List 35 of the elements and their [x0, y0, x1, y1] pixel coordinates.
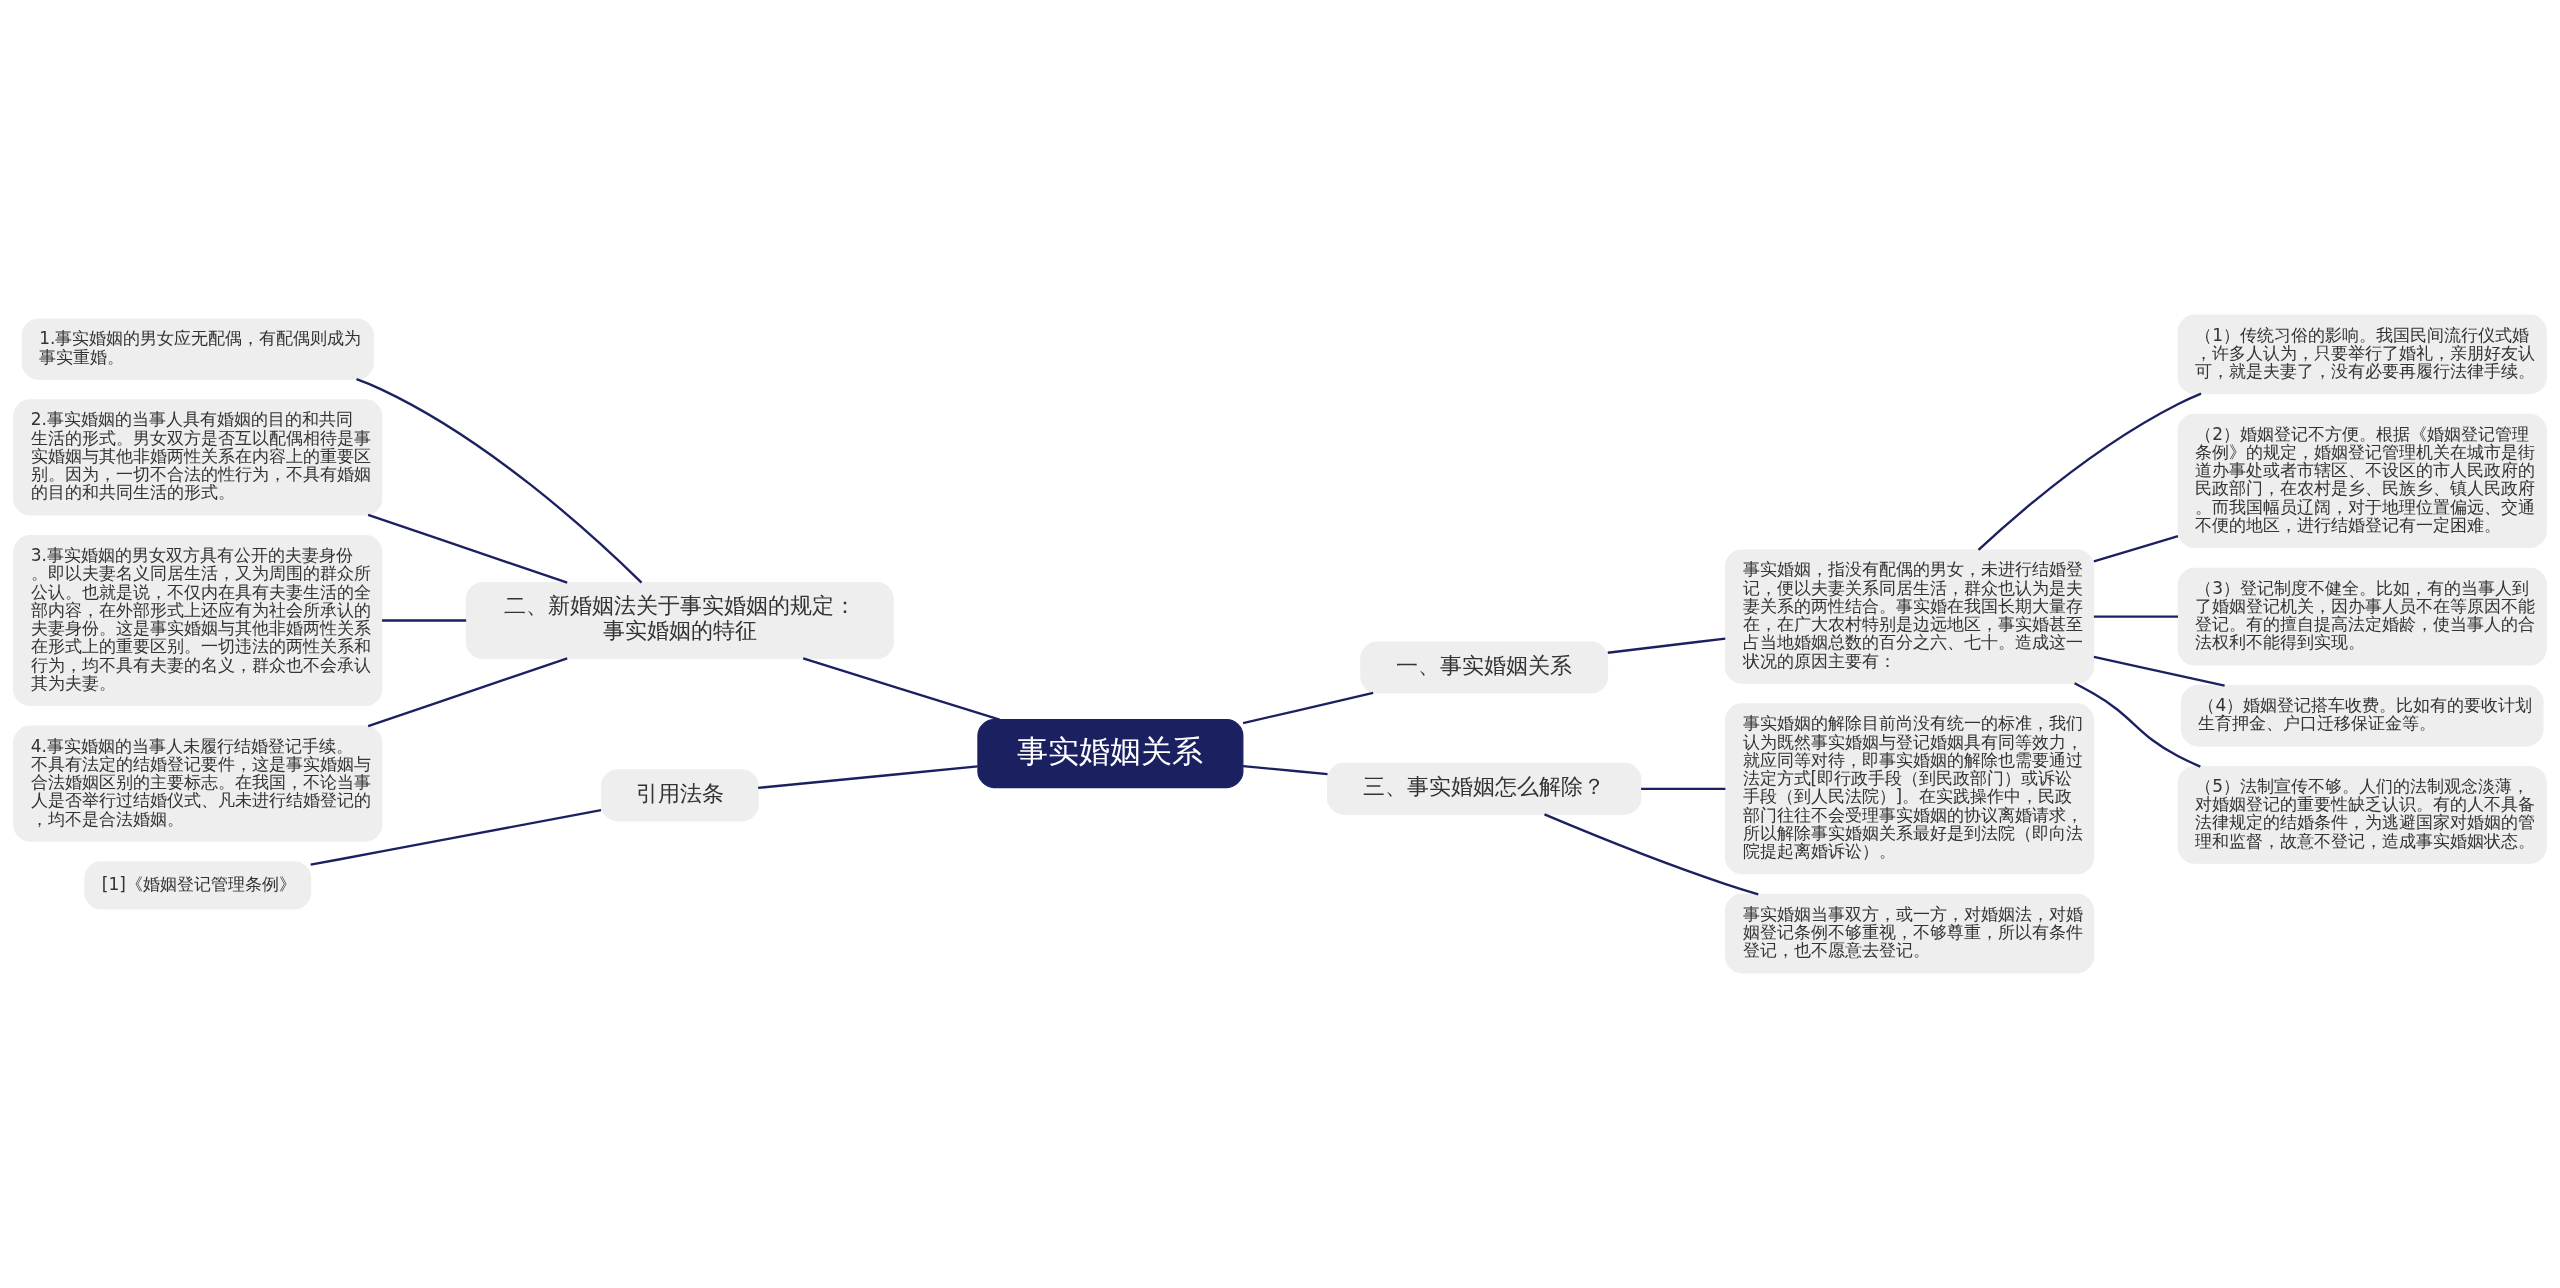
connector [1607, 637, 1726, 654]
node-box: 一、事实婚姻关系 [1360, 641, 1609, 694]
node-box: （3）登记制度不健全。比如，有的当事人到了婚姻登记机关，因办事人员不在等原因不能登记。有的擅自提高法定婚龄，使当事人的合法权利不能得到实现。 [2177, 567, 2547, 666]
node-box: 二、新婚姻法关于事实婚姻的规定：事实婚姻的特征 [465, 582, 894, 659]
connector [1641, 787, 1726, 790]
node-box: 4.事实婚姻的当事人未履行结婚登记手续。不具有法定的结婚登记要件，这是事实婚姻与合法婚姻区别的主要标志。在我国，不论当事人是否举行过结婚仪式、凡未进行结婚登记的，均不是合法婚姻。 [13, 725, 383, 842]
connector [356, 378, 643, 584]
node-box: 事实婚姻当事双方，或一方，对婚姻法，对婚姻登记条例不够重视，不够尊重，所以有条件登记，也不愿意去登记。 [1724, 893, 2095, 974]
node-box: 1.事实婚姻的男女应无配偶，有配偶则成为事实重婚。 [21, 318, 374, 380]
connector [1242, 691, 1374, 725]
connector [2093, 615, 2178, 618]
node-box: 事实婚姻的解除目前尚没有统一的标准，我们认为既然事实婚姻与登记婚姻具有同等效力，就应同等对待，即事实婚姻的解除也需要通过法定方式[即行政手段（到民政部门）或诉讼手段（到人民法院）]。在实践操作中，民政部门往往不会受理事实婚姻的协议离婚请求，所以解除事实婚姻关系最好是到法院（即向法院提起离婚诉讼）。 [1724, 703, 2095, 875]
connector [2074, 682, 2201, 768]
connector [382, 619, 467, 622]
node-box: （1）传统习俗的影响。我国民间流行仪式婚，许多人认为，只要举行了婚礼，亲朋好友认可，就是夫妻了，没有必要再履行法律手续。 [2177, 314, 2547, 395]
node-box: 引用法条 [600, 769, 759, 822]
connector [2093, 655, 2225, 687]
node-box: [1]《婚姻登记管理条例》 [84, 861, 312, 910]
connector [367, 513, 568, 584]
node-box: 2.事实婚姻的当事人具有婚姻的目的和共同生活的形式。男女双方是否互以配偶相待是事实婚姻与其他非婚两性关系在内容上的重要区别。因为，一切不合法的性行为，不具有婚姻的目的和共同生活的形式。 [13, 399, 383, 516]
node-box: 3.事实婚姻的男女双方具有公开的夫妻身份。即以夫妻名义同居生活，又为周围的群众所公认。也就是说，不仅内在具有夫妻生活的全部内容，在外部形式上还应有为社会所承认的夫妻身份。这是事实婚姻与其他非婚两性关系在形式上的重要区别。一切违法的两性关系和行为，均不具有夫妻的名义，群众也不会承认其为夫妻。 [13, 535, 383, 706]
connector [367, 657, 568, 728]
node-box: （2）婚姻登记不方便。根据《婚姻登记管理条例》的规定，婚姻登记管理机关在城市是街道办事处或者市辖区、不设区的市人民政府的民政部门，在农村是乡、民族乡、镇人民政府。而我国幅员辽阔，对于地理位置偏远、交通不便的地区，进行结婚登记有一定困难。 [2177, 413, 2547, 549]
node-box: 事实婚姻关系 [977, 719, 1244, 789]
connector [1242, 764, 1328, 776]
connector [310, 808, 602, 866]
connector [1977, 392, 2202, 551]
node-box: （5）法制宣传不够。人们的法制观念淡薄，对婚姻登记的重要性缺乏认识。有的人不具备法律规定的结婚条件，为逃避国家对婚姻的管理和监督，故意不登记，造成事实婚姻状态。 [2177, 766, 2547, 864]
connector [2093, 534, 2179, 563]
connector [802, 657, 1000, 721]
connector [758, 765, 978, 789]
node-box: 事实婚姻，指没有配偶的男女，未进行结婚登记，便以夫妻关系同居生活，群众也认为是夫妻关系的两性结合。事实婚在我国长期大量存在，在广大农村特别是边远地区，事实婚甚至占当地婚姻总数的百分之六、七十。造成这一状况的原因主要有： [1724, 549, 2095, 684]
node-box: （4）婚姻登记搭车收费。比如有的要收计划生育押金、户口迁移保证金等。 [2180, 685, 2544, 747]
connector [1544, 813, 1759, 896]
node-box: 三、事实婚姻怎么解除？ [1326, 762, 1642, 815]
